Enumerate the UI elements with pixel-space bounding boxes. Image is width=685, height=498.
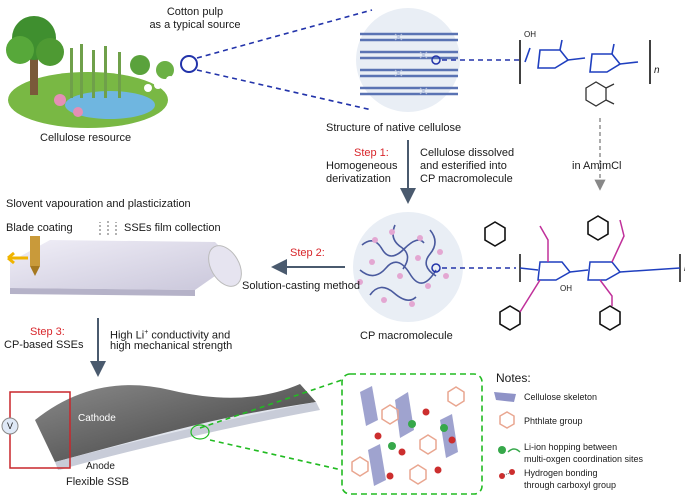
step3-prop-line1: High Li+ conductivity and	[110, 329, 231, 342]
step1-desc-line1: Homogeneous	[326, 160, 398, 172]
blade-coating-label: Blade coating	[6, 222, 73, 234]
step2-method: Solution-casting method	[242, 280, 361, 292]
blade-coating-film	[7, 236, 242, 296]
note-item-4-line1: Hydrogen bonding	[524, 468, 598, 478]
anode-label: Anode	[86, 461, 115, 472]
phthalate-icon	[499, 411, 515, 429]
step3-prop-line2: high mechanical strength	[110, 340, 233, 352]
step3-sub: CP-based SSEs	[4, 339, 84, 351]
process-title: Slovent vapouration and plasticization	[6, 198, 191, 210]
native-cellulose-label: Structure of native cellulose	[326, 122, 462, 134]
vapour-arrows	[99, 220, 117, 235]
note-item-4-line2: through carboxyl group	[524, 480, 617, 490]
cp-macromolecule-circle	[353, 212, 463, 322]
chem-oh-1: OH	[524, 30, 536, 39]
landscape-illustration	[6, 16, 198, 128]
hopping-arrow-icon	[507, 448, 521, 453]
li-ion-icon	[498, 446, 506, 454]
flexible-battery	[1, 384, 320, 470]
native-cellulose-circle	[356, 8, 460, 112]
note-item-3-line1: Li-ion hopping between	[524, 442, 618, 452]
solvent-label: in AmimCl	[572, 160, 622, 172]
cp-macromolecule-label: CP macromolecule	[360, 330, 453, 342]
step3-title: Step 3:	[30, 326, 65, 338]
molecular-zoom-box	[341, 373, 483, 495]
step1-desc-line2: derivatization	[326, 173, 391, 185]
chem-oh-2: OH	[560, 284, 572, 293]
step1-right-line2: and esterified into	[420, 160, 507, 172]
note-item-2: Phthlate group	[524, 416, 583, 426]
note-item-1: Cellulose skeleton	[524, 392, 598, 402]
voltmeter-label: V	[6, 421, 13, 431]
repeat-n-1: n	[654, 65, 660, 76]
source-title-line1: Cotton pulp	[166, 6, 224, 18]
cellulose-skeleton-icon	[494, 392, 516, 402]
notes-icons	[494, 392, 521, 479]
notes-title: Notes:	[496, 371, 531, 385]
cathode-label: Cathode	[78, 413, 116, 424]
step1-right-line3: CP macromolecule	[420, 173, 513, 185]
film-collection-label: SSEs film collection	[124, 222, 221, 234]
cellulose-resource-label: Cellulose resource	[40, 132, 132, 144]
step1-right-line1: Cellulose dissolved	[420, 147, 515, 159]
step2-title: Step 2:	[290, 247, 325, 259]
flexible-ssb-label: Flexible SSB	[66, 476, 129, 488]
step1-title: Step 1:	[354, 147, 389, 159]
amimcl-molecule	[585, 81, 615, 107]
source-title-line2: as a typical source	[149, 19, 241, 31]
cp-structure	[484, 215, 681, 331]
note-item-3-line2: multi-oxgen coordination sites	[524, 454, 644, 464]
hydrogen-bond-icon	[499, 473, 505, 479]
cellulose-structure	[519, 39, 651, 84]
